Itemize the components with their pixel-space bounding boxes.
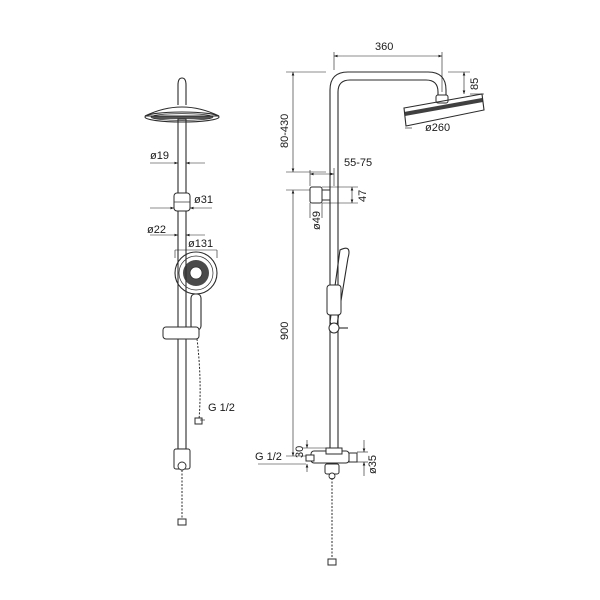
label-d19: ø19	[150, 150, 169, 162]
label-d131: ø131	[188, 238, 213, 250]
front-hose	[196, 338, 201, 421]
label-h85: 85	[469, 78, 481, 90]
label-d49: ø49	[311, 211, 323, 230]
label-h47: 47	[357, 190, 369, 202]
label-h80-430: 80-430	[279, 114, 291, 148]
side-dimensions	[258, 52, 484, 476]
front-view: ø19 ø31 ø22 ø131 G 1/2	[144, 77, 235, 526]
front-shower-head	[144, 106, 220, 123]
label-side-g12: G 1/2	[255, 451, 282, 463]
label-w55-75: 55-75	[344, 157, 372, 169]
side-riser	[329, 71, 447, 448]
side-bottom-mixer	[305, 447, 358, 480]
front-arm	[177, 77, 187, 105]
side-wall-bracket	[309, 186, 323, 204]
label-front-g12: G 1/2	[208, 402, 235, 414]
label-d22: ø22	[147, 224, 166, 236]
front-slider	[162, 326, 200, 340]
label-h900: 900	[279, 322, 291, 340]
label-d31: ø31	[194, 194, 213, 206]
front-dimensions	[150, 161, 218, 421]
label-d260: ø260	[425, 122, 450, 134]
front-hand-shower	[174, 251, 218, 331]
side-hand-shower	[326, 247, 350, 334]
front-riser	[177, 118, 187, 450]
label-h30: 30	[294, 446, 306, 458]
label-d35: ø35	[367, 455, 379, 474]
label-w360: 360	[375, 41, 393, 53]
side-view: 360 85 ø260 80-430 55-75 47 ø49 900 G 1/…	[255, 41, 485, 566]
side-shower-head	[403, 93, 485, 127]
